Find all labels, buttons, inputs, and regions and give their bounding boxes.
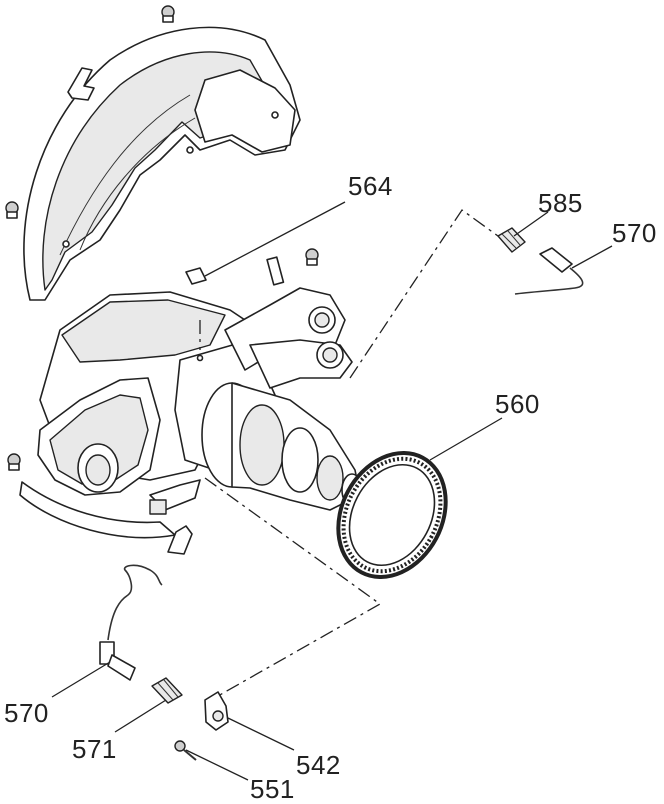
callout-571: 571	[72, 734, 117, 764]
callout-542: 542	[296, 750, 341, 780]
part-542-bracket	[204, 691, 229, 731]
drive-flange	[201, 382, 363, 511]
clip-lower	[167, 525, 193, 555]
assembly-lines	[199, 209, 499, 697]
part-564-tab	[185, 267, 207, 285]
callout-570-bottom: 570	[4, 698, 49, 728]
callout-551: 551	[250, 774, 295, 804]
part-560-tone-ring	[336, 450, 448, 580]
part-551-screw	[174, 740, 197, 761]
callout-564: 564	[348, 171, 393, 201]
part-570-sensor-top	[514, 247, 584, 295]
brake-carrier	[37, 377, 161, 496]
callout-585: 585	[538, 188, 583, 218]
bolt-top	[161, 5, 175, 23]
clip-upper	[67, 67, 95, 101]
callout-560: 560	[495, 389, 540, 419]
bolt-upper-mid	[305, 248, 319, 266]
part-585-sleeve	[497, 227, 526, 253]
bolt-left	[5, 201, 19, 219]
upper-brake-shield	[23, 26, 301, 301]
lower-brake-shield	[19, 479, 201, 539]
bolt-lower-left	[7, 453, 21, 471]
leader-lines	[51, 201, 613, 781]
callout-570-top: 570	[612, 218, 657, 248]
part-571-bushing	[151, 677, 183, 704]
